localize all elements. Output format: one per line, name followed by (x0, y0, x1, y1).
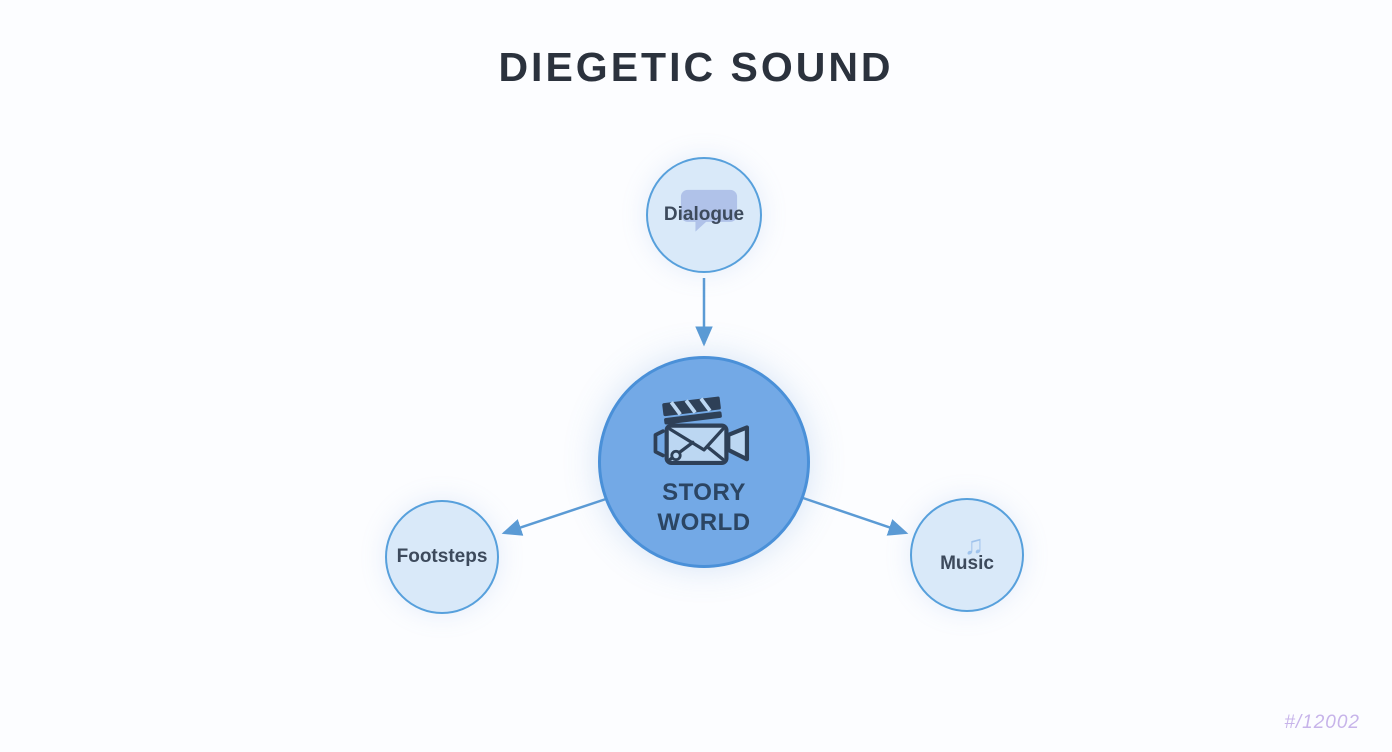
arrow-center-to-footsteps (501, 497, 607, 536)
node-music: ♫ Music (910, 498, 1024, 612)
node-story-world: STORY WORLD (598, 356, 810, 568)
arrow-center-to-music (802, 496, 909, 536)
music-notes-icon: ♫ (963, 530, 985, 561)
node-footsteps-label: Footsteps (396, 546, 488, 567)
watermark: #/12002 (1284, 712, 1360, 733)
node-footsteps: Footsteps (385, 500, 499, 614)
node-dialogue-label: Dialogue (663, 204, 745, 225)
speech-bubble-icon (678, 187, 740, 237)
node-center-label-line1: STORY (662, 479, 746, 506)
node-center-label-line2: WORLD (657, 509, 751, 536)
node-music-label: Music (940, 552, 994, 574)
film-camera-icon (653, 396, 750, 466)
node-dialogue: Dialogue (646, 157, 762, 273)
diagram-title: DIEGETIC SOUND (498, 44, 894, 90)
